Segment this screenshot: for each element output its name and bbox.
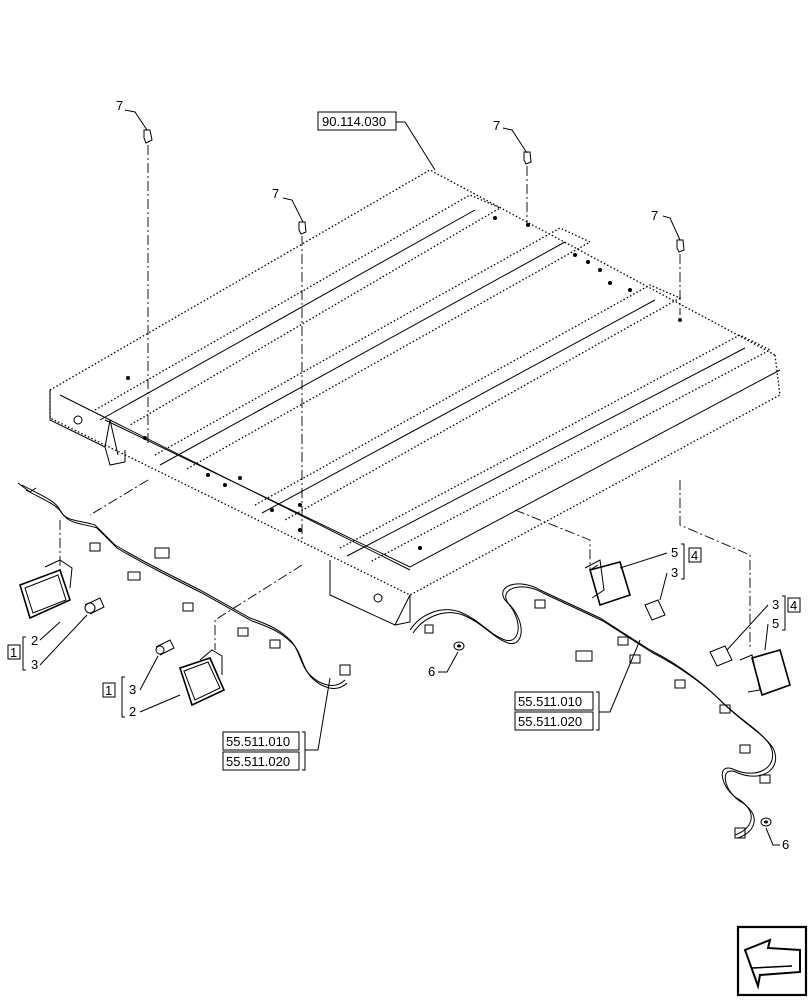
- canopy-ref: 90.114.030: [317, 111, 436, 171]
- callout-bolt-7-a: 7: [116, 98, 123, 113]
- left-harness: [17, 479, 351, 689]
- svg-text:3: 3: [772, 597, 779, 612]
- right-harness: [409, 480, 776, 839]
- right-harness-ref: 55.511.010 55.511.020: [514, 639, 641, 731]
- svg-text:6: 6: [782, 837, 789, 852]
- bolt-7-b: [282, 197, 307, 540]
- svg-text:55.511.010: 55.511.010: [226, 734, 290, 749]
- svg-text:2: 2: [129, 704, 136, 719]
- svg-text:6: 6: [428, 664, 435, 679]
- grommet-6-a: 6: [428, 641, 465, 679]
- svg-text:3: 3: [31, 657, 38, 672]
- callout-lamp-left-1: 1 2 3: [7, 614, 88, 672]
- left-harness-ref: 55.511.010 55.511.020: [222, 677, 331, 771]
- svg-text:2: 2: [31, 633, 38, 648]
- svg-text:1: 1: [105, 683, 112, 698]
- svg-text:5: 5: [772, 616, 779, 631]
- svg-text:1: 1: [10, 645, 17, 660]
- lamp-right-2: [709, 645, 791, 697]
- svg-text:4: 4: [790, 598, 797, 613]
- grommet-6-b: 6: [760, 817, 789, 852]
- lamp-right-1: [584, 559, 666, 621]
- callout-lamp-right-2: 3 4 5: [726, 595, 801, 651]
- bolt-7-a: [124, 109, 153, 445]
- lamp-left-2: [155, 639, 226, 707]
- svg-text:90.114.030: 90.114.030: [322, 114, 386, 129]
- lamp-left-1: [19, 559, 105, 620]
- svg-text:55.511.020: 55.511.020: [518, 714, 582, 729]
- svg-text:3: 3: [129, 682, 136, 697]
- canopy-panel: [49, 169, 781, 626]
- callout-bolt-7-b: 7: [272, 186, 279, 201]
- callout-lamp-right-1: 5 4 3: [619, 543, 702, 601]
- bolt-7-d: [662, 215, 685, 315]
- callout-bolt-7-c: 7: [493, 118, 500, 133]
- arrow-back-icon[interactable]: [736, 925, 808, 997]
- svg-text:55.511.010: 55.511.010: [518, 694, 582, 709]
- svg-text:5: 5: [671, 545, 678, 560]
- svg-text:3: 3: [671, 565, 678, 580]
- svg-text:4: 4: [691, 548, 698, 563]
- callout-bolt-7-d: 7: [651, 208, 658, 223]
- callout-lamp-left-2: 1 3 2: [102, 655, 181, 719]
- svg-text:55.511.020: 55.511.020: [226, 754, 290, 769]
- bolt-7-c: [502, 127, 532, 225]
